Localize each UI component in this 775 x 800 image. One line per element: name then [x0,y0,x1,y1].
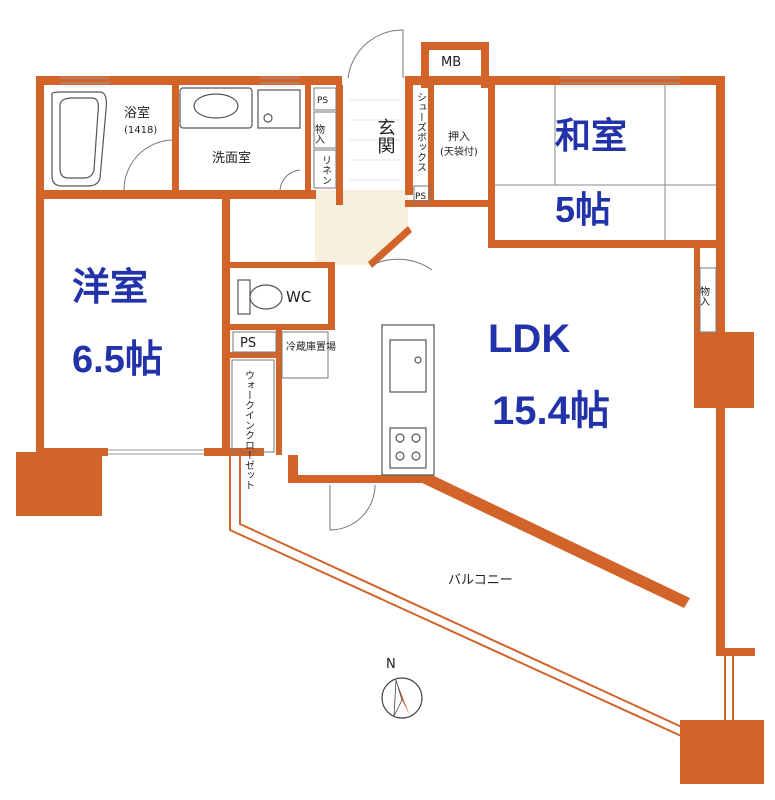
storage-small-label: 物入 [313,123,325,144]
fridge-label: 冷蔵庫置場 [286,340,336,353]
ldk-diagonal-wall [420,474,690,608]
windows [60,77,680,455]
balcony-outline [229,456,734,741]
storage-right-label: 物入 [698,285,710,306]
linen-label: リネン [320,155,332,185]
entrance-floor [315,190,408,265]
bath-label: 浴室 [124,105,150,121]
ps-top-label: PS [317,96,328,106]
stove-icon [389,427,427,469]
ldk-label: LDK [488,317,570,361]
shoe-box-label: シューズボックス [415,92,427,172]
entrance-label: 玄関 [375,118,396,154]
walkin-label: ウォークインクローゼット [243,370,255,490]
ldk-size: 15.4帖 [492,389,610,433]
western-room-label: 洋室 [72,266,148,309]
washing-machine-icon [257,89,301,129]
compass-icon: N [381,657,423,719]
entrance-diagonal-wall [368,226,412,268]
mb-label: MB [441,55,461,70]
balcony-label: バルコニー [448,573,513,588]
ps-left-label: PS [240,336,256,351]
bath-size: (1418) [124,125,157,136]
closet-sub-label: (天袋付) [440,145,478,158]
washroom-label: 洗面室 [212,150,251,166]
toilet-icon [237,279,283,315]
walls [16,42,764,784]
closet-outlines [231,87,717,453]
ps-mid-label: PS [415,192,426,202]
compass-north-label: N [386,657,396,672]
sink-icon [389,339,427,393]
closet-label: 押入 [448,129,470,143]
japanese-room-size: 5帖 [555,189,611,230]
western-room-size: 6.5帖 [72,339,163,381]
wc-label: WC [286,288,311,306]
japanese-room-label: 和室 [555,115,627,156]
